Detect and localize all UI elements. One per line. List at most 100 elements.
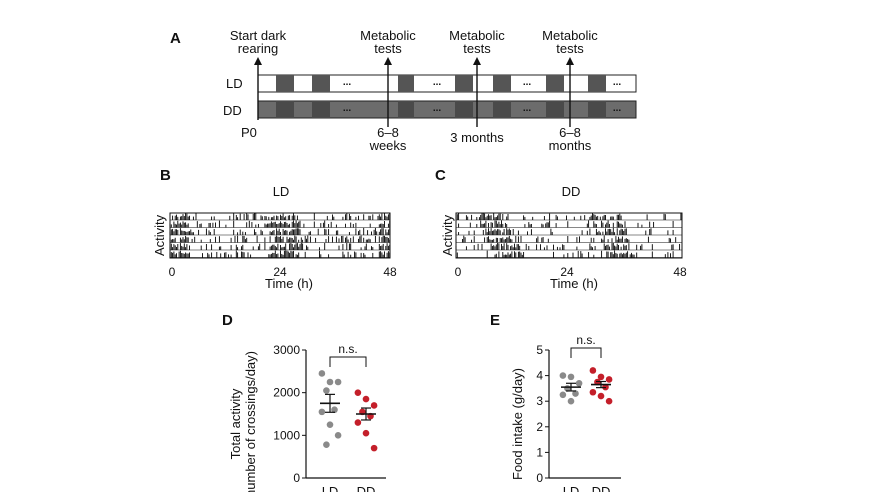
arrow-label-tests2-line2: tests bbox=[463, 41, 491, 56]
y-tick-label: 2 bbox=[536, 420, 543, 434]
actogram-ylabel-dd: Activity bbox=[440, 214, 455, 256]
actogram-xtick-ld-24: 24 bbox=[273, 265, 287, 279]
ld-dark-segment bbox=[546, 75, 564, 92]
data-point bbox=[589, 367, 597, 374]
actogram-xtick-dd-48: 48 bbox=[673, 265, 687, 279]
y-tick-label: 1000 bbox=[273, 428, 300, 442]
significance-bracket bbox=[329, 356, 367, 367]
data-point bbox=[334, 432, 342, 439]
arrow-icon-tests-1 bbox=[384, 57, 392, 127]
actogram-frame-ld bbox=[169, 212, 391, 259]
y-tick-label: 3 bbox=[536, 394, 543, 408]
ld-dark-segment bbox=[493, 75, 511, 92]
panel-letter-a: A bbox=[170, 30, 181, 47]
data-point bbox=[362, 395, 370, 403]
panel-c-actogram: DD Activity 0 24 48 Time (h) bbox=[440, 184, 687, 291]
ld-ellipsis: ... bbox=[343, 77, 352, 88]
ld-ellipsis: ... bbox=[523, 77, 532, 88]
dd-ellipsis: ... bbox=[433, 103, 442, 114]
actogram-xlabel-ld: Time (h) bbox=[265, 276, 313, 291]
data-point bbox=[326, 378, 334, 386]
data-point bbox=[605, 376, 613, 383]
label-6-8-months-line1: 6–8 bbox=[559, 125, 581, 140]
ld-dark-segment bbox=[588, 75, 606, 92]
row-label-dd: DD bbox=[223, 103, 242, 118]
data-point bbox=[331, 406, 338, 414]
label-6-8-weeks-line1: 6–8 bbox=[377, 125, 399, 140]
y-axis-label: Total activity bbox=[228, 388, 243, 459]
dd-dark-segment bbox=[398, 101, 414, 118]
data-point bbox=[362, 429, 370, 437]
ld-dark-segment bbox=[398, 75, 414, 92]
y-tick-label: 2000 bbox=[273, 386, 300, 400]
label-3-months: 3 months bbox=[450, 130, 504, 145]
panel-letter-b: B bbox=[160, 167, 171, 184]
x-category-label: DD bbox=[357, 484, 376, 492]
dd-dark-segment bbox=[588, 101, 606, 118]
data-point bbox=[597, 373, 605, 381]
label-p0: P0 bbox=[241, 125, 257, 140]
y-tick-label: 0 bbox=[536, 471, 543, 485]
data-point bbox=[318, 408, 326, 416]
dd-dark-segment bbox=[455, 101, 473, 118]
actogram-xtick-dd-0: 0 bbox=[455, 265, 462, 279]
arrow-label-start-line2: rearing bbox=[238, 41, 278, 56]
data-point bbox=[354, 419, 362, 426]
significance-bracket bbox=[570, 347, 602, 358]
y-tick-label: 1 bbox=[536, 445, 543, 459]
dd-constant-dark-bar: ............ bbox=[257, 100, 637, 119]
ld-light-dark-bar: ............ bbox=[257, 74, 637, 93]
actogram-xtick-ld-0: 0 bbox=[169, 265, 176, 279]
ld-ellipsis: ... bbox=[433, 77, 442, 88]
panel-b-actogram: LD Activity 0 24 48 Time (h) bbox=[152, 184, 397, 291]
data-point bbox=[326, 421, 334, 428]
actogram-frame-dd bbox=[455, 212, 683, 259]
ld-dark-segment bbox=[455, 75, 473, 92]
panel-letter-c: C bbox=[435, 167, 446, 184]
arrow-label-tests1-line2: tests bbox=[374, 41, 402, 56]
actogram-traces-ld bbox=[169, 212, 391, 258]
arrow-icon-tests-2 bbox=[473, 57, 481, 127]
data-point bbox=[567, 397, 575, 405]
data-point bbox=[370, 444, 378, 452]
y-tick-label: 4 bbox=[536, 369, 543, 383]
panel-letter-d: D bbox=[222, 312, 233, 329]
dd-ellipsis: ... bbox=[343, 103, 352, 114]
actogram-xlabel-dd: Time (h) bbox=[550, 276, 598, 291]
data-point bbox=[559, 391, 567, 399]
data-point bbox=[589, 388, 597, 396]
arrow-label-tests3-line2: tests bbox=[556, 41, 584, 56]
label-6-8-weeks-line2: weeks bbox=[369, 138, 407, 153]
dd-dark-segment bbox=[493, 101, 511, 118]
dd-ellipsis: ... bbox=[523, 103, 532, 114]
arrow-icon-tests-3 bbox=[566, 57, 574, 127]
arrow-label-tests1-line1: Metabolic bbox=[360, 28, 416, 43]
arrow-label-tests2-line1: Metabolic bbox=[449, 28, 505, 43]
data-point bbox=[323, 441, 330, 449]
ld-dark-segment bbox=[276, 75, 294, 92]
dd-dark-segment bbox=[276, 101, 294, 118]
significance-label: n.s. bbox=[338, 342, 357, 356]
data-point bbox=[318, 370, 326, 377]
data-point bbox=[334, 378, 342, 386]
data-point bbox=[323, 387, 330, 394]
actogram-ylabel-ld: Activity bbox=[152, 214, 167, 256]
panel-letter-e: E bbox=[490, 312, 500, 329]
y-axis-label: number of crossings/day) bbox=[243, 351, 258, 492]
actogram-title-dd: DD bbox=[562, 184, 581, 199]
actogram-traces-dd bbox=[455, 212, 682, 258]
y-tick-label: 0 bbox=[293, 471, 300, 485]
x-category-label: LD bbox=[563, 484, 580, 492]
data-point bbox=[572, 390, 579, 397]
y-axis-label: Food intake (g/day) bbox=[510, 368, 525, 480]
x-category-label: LD bbox=[322, 484, 339, 492]
data-point bbox=[575, 379, 583, 387]
significance-label: n.s. bbox=[576, 333, 595, 347]
dd-ellipsis: ... bbox=[613, 103, 622, 114]
data-point bbox=[354, 389, 362, 396]
actogram-title-ld: LD bbox=[273, 184, 290, 199]
arrow-icon-start bbox=[254, 57, 262, 120]
